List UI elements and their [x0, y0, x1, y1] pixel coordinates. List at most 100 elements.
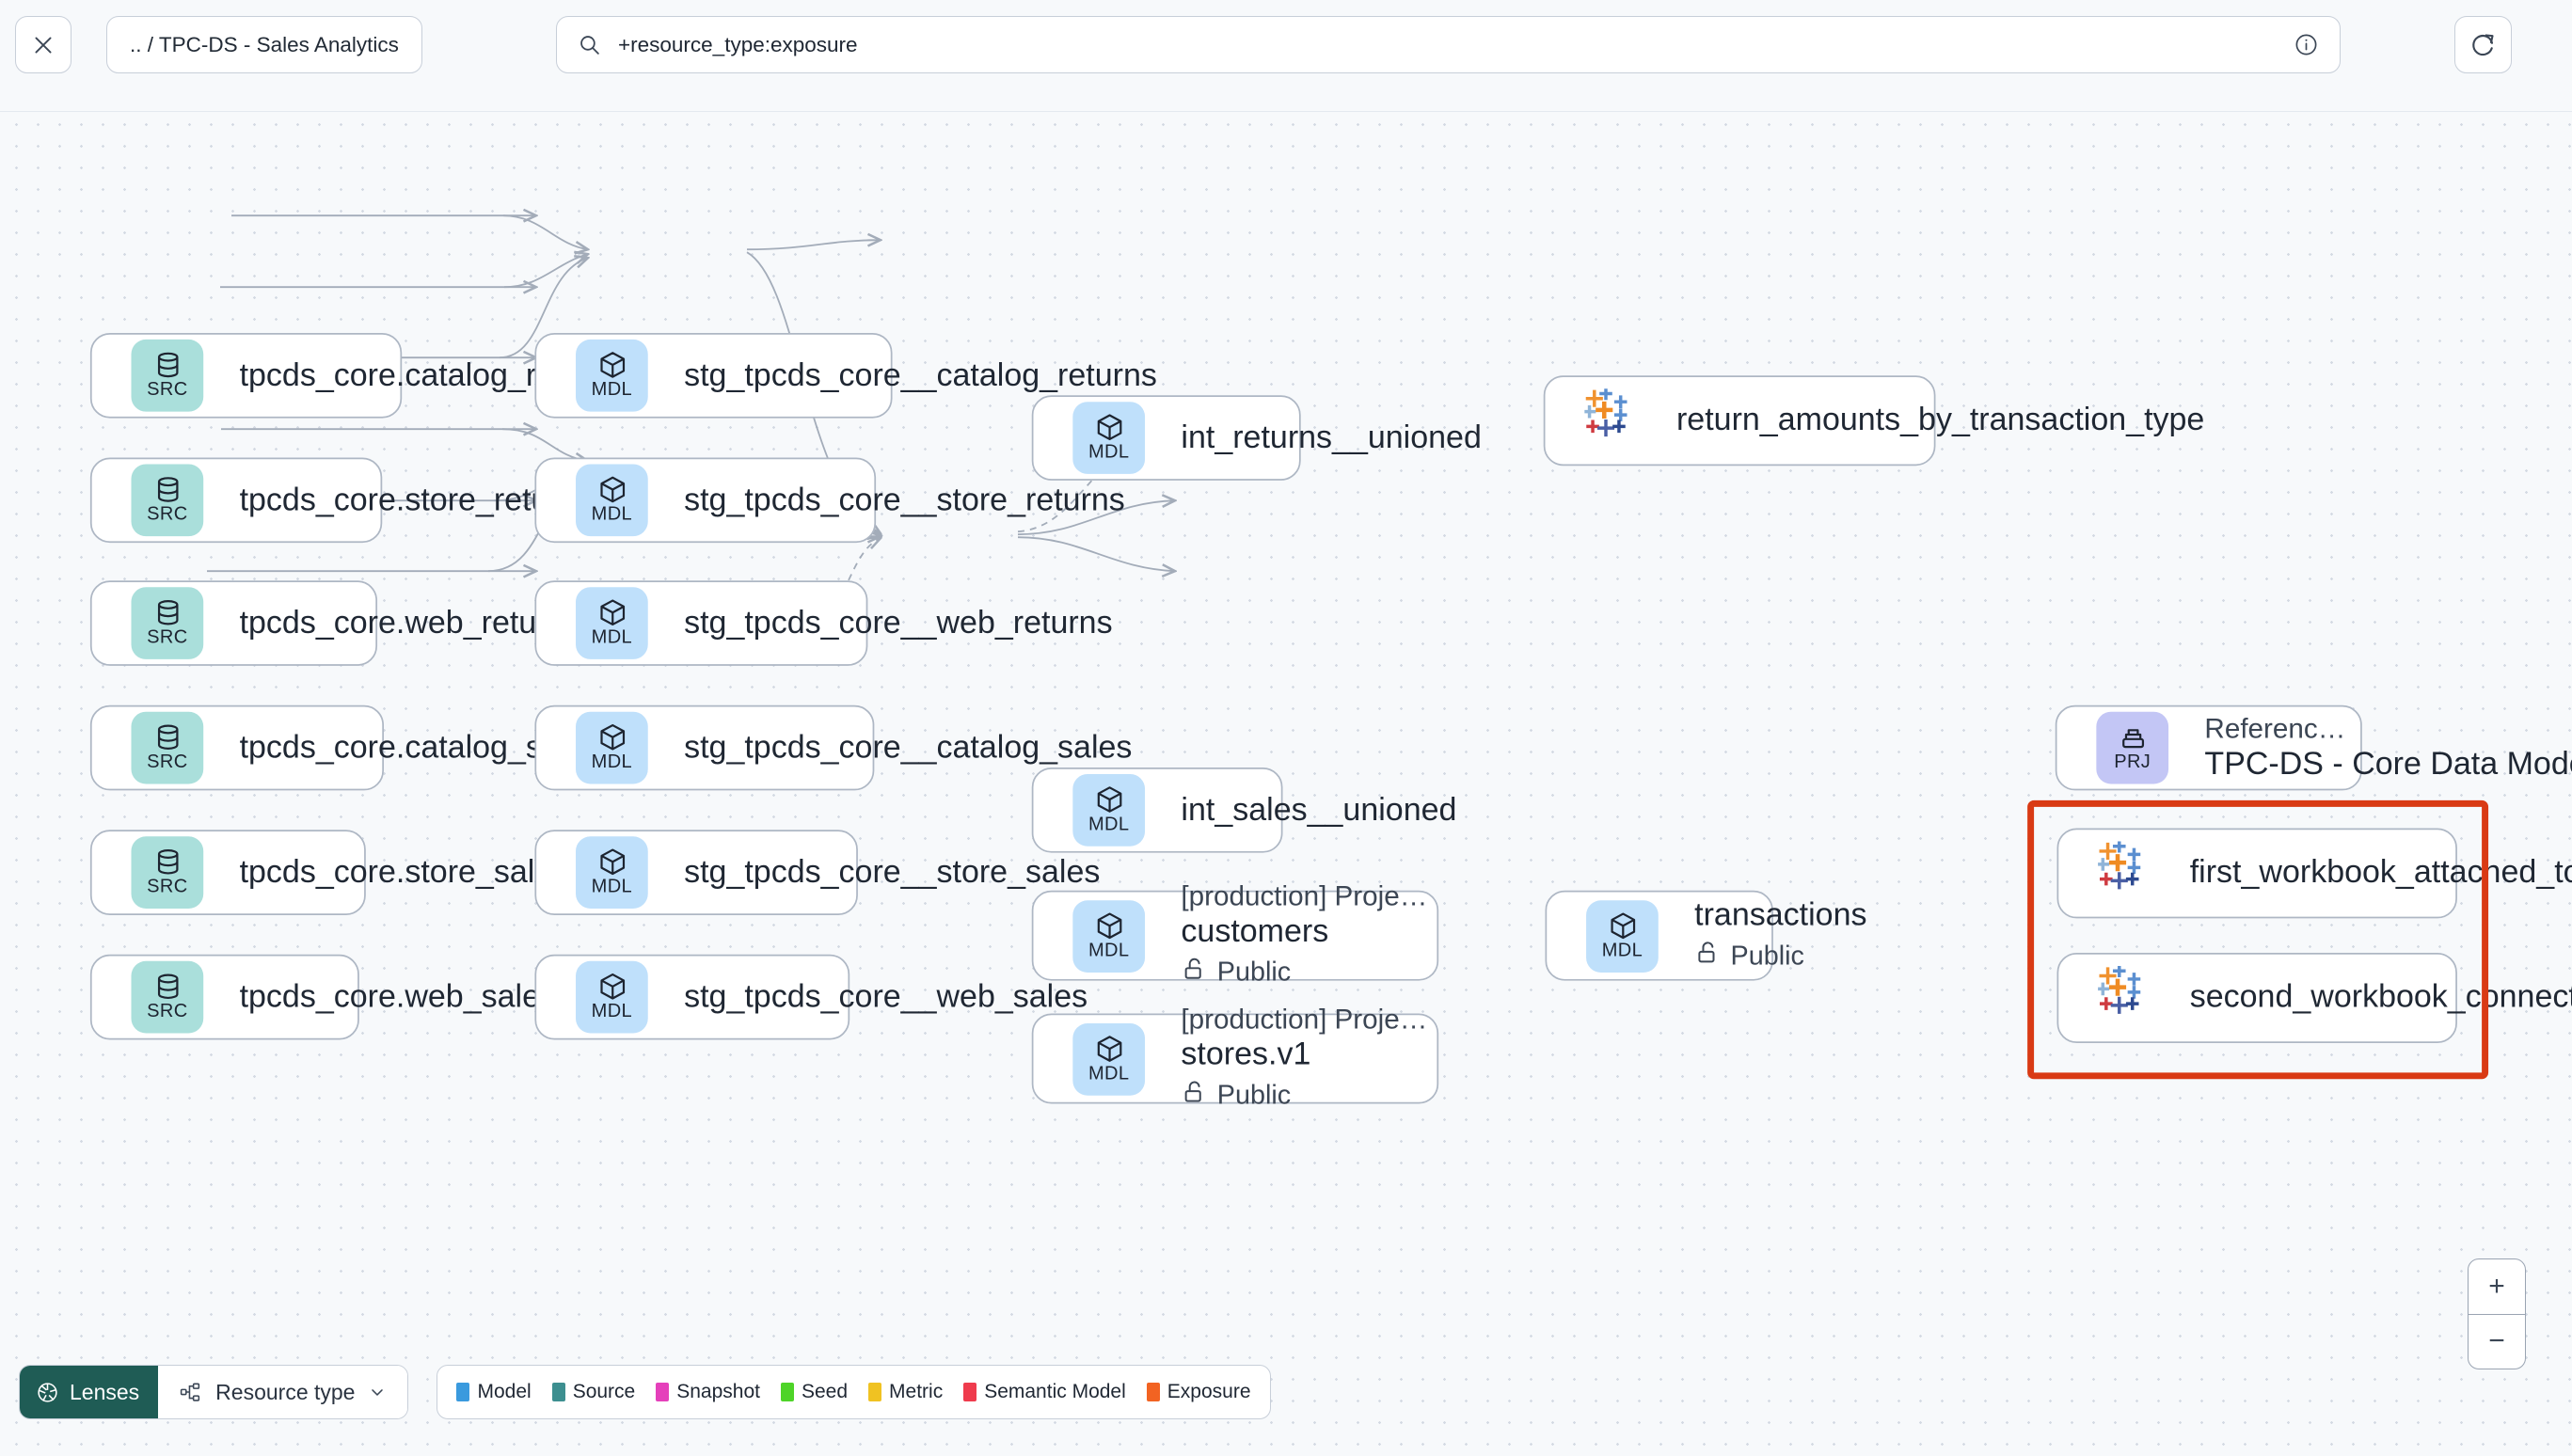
node-badge-src: SRC	[131, 464, 204, 537]
search-input[interactable]: +resource_type:exposure	[618, 32, 858, 56]
cube-icon	[596, 847, 627, 878]
graph-node-int-sales-unioned[interactable]: MDL int_sales__unioned	[1031, 768, 1456, 853]
node-body: [production] Project: TPC-DS - Core Data…	[1181, 1004, 1437, 1114]
cube-icon	[1093, 910, 1124, 941]
graph-node-src-web-sales[interactable]: SRC tpcds_core.web_sales	[89, 954, 557, 1040]
node-title: tpcds_core.web_sales	[239, 978, 557, 1015]
graph-node-stg-store-sales[interactable]: MDL stg_tpcds_core__store_sales	[534, 830, 1100, 915]
node-badge-label: SRC	[147, 505, 188, 526]
node-badge-mdl: MDL	[1072, 899, 1146, 973]
graph-node-int-returns-unioned[interactable]: MDL int_returns__unioned	[1031, 395, 1482, 481]
node-title: tpcds_core.catalog_sales	[239, 729, 601, 766]
cube-icon	[596, 722, 627, 753]
node-body: Referenced byTPC-DS - Core Data Models	[2204, 713, 2572, 783]
graph-node-customers[interactable]: MDL [production] Project: TPC-DS - Core …	[1031, 880, 1439, 988]
node-badge-label: MDL	[1088, 443, 1130, 464]
node-title: int_returns__unioned	[1181, 419, 1482, 455]
graph-node-stg-store-returns[interactable]: MDL stg_tpcds_core__store_returns	[534, 457, 1125, 544]
graph-node-transactions[interactable]: MDL transactions Public	[1545, 890, 1866, 981]
project-stack-icon	[2117, 722, 2148, 753]
graph-node-stg-catalog-returns[interactable]: MDL stg_tpcds_core__catalog_returns	[534, 332, 1157, 419]
node-badge-label: MDL	[1088, 1064, 1130, 1084]
cube-icon	[1093, 784, 1124, 815]
node-badge-label: MDL	[591, 878, 633, 898]
node-title: second_workbook_connected_to_live…	[2189, 978, 2572, 1016]
node-badge-label: SRC	[147, 878, 188, 898]
hierarchy-icon	[179, 1381, 202, 1404]
node-title: tpcds_core.store_sales	[239, 853, 569, 890]
node-badge-mdl: MDL	[576, 339, 648, 412]
graph-node-stg-web-returns[interactable]: MDL stg_tpcds_core__web_returns	[534, 580, 1113, 666]
node-visibility: Public	[1694, 940, 1804, 974]
legend-item-exposure[interactable]: Exposure	[1146, 1381, 1251, 1403]
cube-icon	[596, 972, 627, 1003]
legend-item-metric[interactable]: Metric	[868, 1381, 943, 1403]
graph-node-src-store-sales[interactable]: SRC tpcds_core.store_sales	[89, 830, 569, 915]
lenses-button[interactable]: Lenses	[20, 1366, 159, 1418]
cube-icon	[1093, 412, 1124, 443]
database-icon	[151, 474, 183, 505]
graph-node-stg-catalog-sales[interactable]: MDL stg_tpcds_core__catalog_sales	[534, 704, 1133, 791]
graph-node-stg-web-sales[interactable]: MDL stg_tpcds_core__web_sales	[534, 954, 1088, 1040]
node-badge-label: MDL	[1088, 941, 1130, 961]
graph-node-src-catalog-sales[interactable]: SRC tpcds_core.catalog_sales	[89, 704, 601, 791]
node-title: stg_tpcds_core__catalog_returns	[684, 356, 1157, 393]
search-icon	[578, 33, 601, 56]
node-title: stg_tpcds_core__web_returns	[684, 604, 1113, 641]
legend-item-snapshot[interactable]: Snapshot	[656, 1381, 760, 1403]
node-subtitle: [production] Project: TPC-DS - Core Data…	[1181, 880, 1437, 912]
node-badge-label: MDL	[1601, 941, 1643, 961]
legend-label: Semantic Model	[984, 1381, 1126, 1402]
node-badge-label: MDL	[591, 505, 633, 526]
node-badge-mdl: MDL	[1586, 899, 1659, 973]
legend-item-semantic-model[interactable]: Semantic Model	[963, 1381, 1126, 1403]
breadcrumb[interactable]: .. / TPC-DS - Sales Analytics	[106, 16, 422, 73]
node-badge-label: MDL	[591, 380, 633, 401]
graph-node-second-workbook[interactable]: second_workbook_connected_to_live…	[2056, 953, 2572, 1043]
zoom-out-button[interactable]: −	[2488, 1325, 2505, 1357]
refresh-button[interactable]	[2454, 16, 2512, 73]
node-body: tpcds_core.catalog_returns	[240, 356, 626, 394]
close-button[interactable]	[15, 16, 71, 73]
node-badge-src: SRC	[131, 960, 204, 1034]
tableau-exposure-icon	[2096, 964, 2153, 1030]
zoom-controls[interactable]: + −	[2468, 1258, 2526, 1369]
node-badge-mdl: MDL	[1072, 773, 1146, 847]
legend-label: Model	[477, 1381, 532, 1402]
graph-node-src-store-returns[interactable]: SRC tpcds_core.store_returns	[89, 457, 594, 544]
node-body: int_sales__unioned	[1181, 791, 1456, 829]
legend-item-seed[interactable]: Seed	[780, 1381, 848, 1403]
info-icon[interactable]	[2294, 32, 2319, 57]
graph-node-return-amounts[interactable]: return_amounts_by_transaction_type	[1543, 375, 2204, 467]
tableau-exposure-icon	[1582, 387, 1640, 452]
resource-type-dropdown[interactable]: Resource type	[158, 1366, 408, 1418]
graph-node-src-catalog-returns[interactable]: SRC tpcds_core.catalog_returns	[89, 332, 626, 419]
graph-node-referenced-by-project[interactable]: PRJ Referenced byTPC-DS - Core Data Mode…	[2055, 704, 2572, 791]
node-badge-label: SRC	[147, 380, 188, 401]
database-icon	[151, 722, 183, 753]
cube-icon	[596, 350, 627, 381]
node-body: second_workbook_connected_to_live…	[2189, 978, 2572, 1017]
graph-node-first-workbook[interactable]: first_workbook_attached_to_tpc-ds_-_…	[2056, 828, 2572, 919]
cube-icon	[1093, 1033, 1124, 1064]
node-visibility: Public	[1181, 957, 1437, 991]
legend-label: Metric	[889, 1381, 944, 1402]
top-bar: .. / TPC-DS - Sales Analytics +resource_…	[0, 0, 2572, 112]
graph-node-stores-v1[interactable]: MDL [production] Project: TPC-DS - Core …	[1031, 1004, 1439, 1110]
chevron-down-icon	[368, 1383, 387, 1401]
legend-label: Exposure	[1167, 1381, 1251, 1402]
zoom-in-button[interactable]: +	[2469, 1259, 2525, 1315]
lenses-label: Lenses	[70, 1379, 140, 1404]
legend-item-model[interactable]: Model	[456, 1381, 532, 1403]
node-badge-label: SRC	[147, 628, 188, 649]
search-bar[interactable]: +resource_type:exposure	[556, 16, 2341, 73]
refresh-icon	[2469, 31, 2498, 59]
node-body: transactions Public	[1694, 897, 1866, 974]
legend-swatch	[1146, 1383, 1160, 1401]
legend-item-source[interactable]: Source	[551, 1381, 635, 1403]
legend-swatch	[656, 1383, 670, 1401]
node-badge-src: SRC	[131, 587, 204, 659]
node-title: stg_tpcds_core__catalog_sales	[684, 729, 1133, 766]
graph-node-src-web-returns[interactable]: SRC tpcds_core.web_returns	[89, 580, 580, 666]
